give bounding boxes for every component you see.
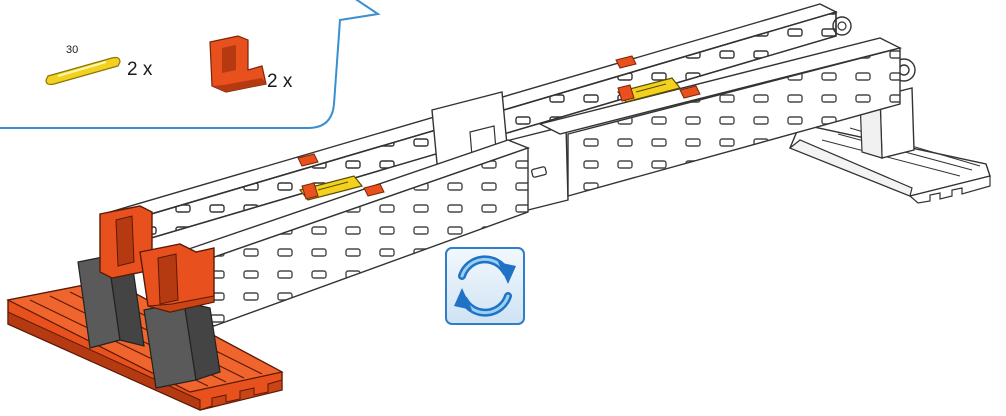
rotate-view-button[interactable] — [446, 248, 524, 324]
angle-block-quantity: 2 x — [267, 71, 293, 92]
strut-length-label: 30 — [66, 44, 78, 56]
callout-bubble — [0, 0, 378, 128]
strut-quantity: 2 x — [127, 59, 153, 80]
parts-callout: 30 2 x 2 x — [0, 0, 378, 128]
